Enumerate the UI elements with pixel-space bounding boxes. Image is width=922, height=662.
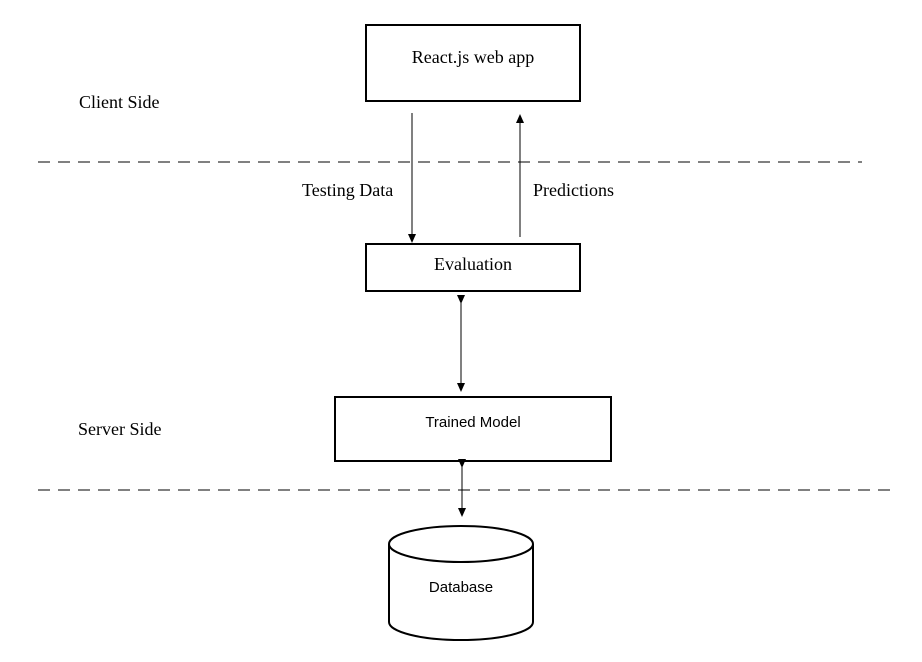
server-side-label: Server Side (78, 419, 161, 439)
react-app-box (365, 24, 581, 102)
predictions-label: Predictions (533, 180, 614, 200)
database-cylinder-top (388, 525, 534, 563)
database-label: Database (429, 579, 493, 596)
react-app-label: React.js web app (412, 47, 534, 67)
trained-model-box (334, 396, 612, 462)
trained-model-node: Trained Model (334, 396, 612, 462)
database-cylinder-body (388, 544, 534, 641)
database-node: Database (388, 525, 534, 641)
client-side-label: Client Side (79, 92, 160, 112)
trained-model-label: Trained Model (425, 414, 520, 431)
evaluation-box (365, 243, 581, 292)
react-app-node: React.js web app (365, 24, 581, 102)
evaluation-node: Evaluation (365, 243, 581, 292)
testing-data-label: Testing Data (302, 180, 393, 200)
evaluation-label: Evaluation (434, 254, 512, 274)
